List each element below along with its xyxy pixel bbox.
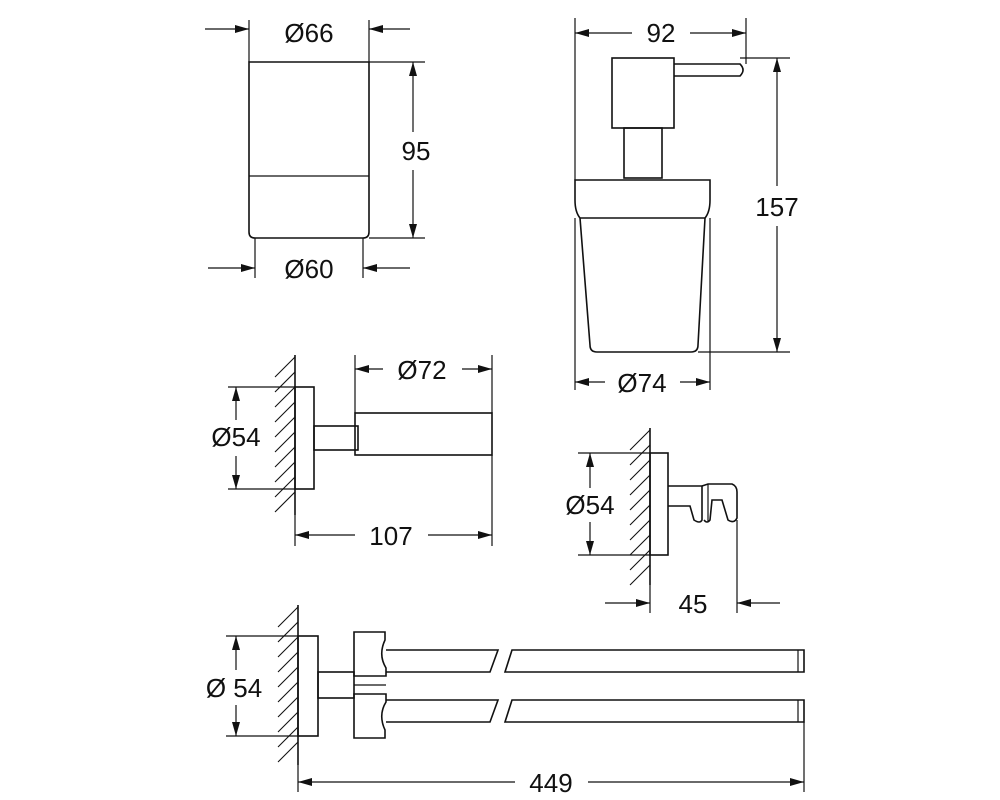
towel-bar-arm <box>317 671 355 699</box>
hook-body <box>668 485 703 523</box>
hook-tip <box>701 483 738 523</box>
hook-projection-dimension <box>605 520 780 613</box>
towel-bar-wall-diameter-dimension <box>226 635 298 737</box>
towel-bar-length-label: 449 <box>529 768 572 798</box>
dispenser-width-label: 92 <box>647 18 676 48</box>
hook-wall-plate <box>649 452 669 556</box>
towel-bar-lower-rail-right <box>503 699 805 723</box>
holder-projection-dimension <box>294 455 493 546</box>
towel-bar-lower-bracket <box>353 693 387 739</box>
towel-bar-wall-hatch <box>277 606 299 763</box>
towel-bar-upper-rail-right <box>503 649 805 673</box>
tumbler-height-dimension <box>369 61 425 239</box>
hook-wall-diameter-dimension <box>578 452 650 556</box>
holder-arm <box>313 425 359 451</box>
towel-bar-wall-diameter-label: Ø 54 <box>206 673 262 703</box>
towel-bar-drawing: Ø 54 449 <box>206 605 805 798</box>
hook-wall-hatch <box>629 429 651 586</box>
holder-diameter-label: Ø72 <box>397 355 446 385</box>
tumbler-holder-drawing: Ø54 Ø72 107 <box>211 355 493 551</box>
tumbler-height-label: 95 <box>402 136 431 166</box>
tumbler-bottom-dimension <box>208 238 410 278</box>
hook-drawing: Ø54 45 <box>565 428 780 619</box>
towel-bar-upper-rail-left <box>386 649 500 673</box>
tumbler-drawing: Ø66 95 Ø60 <box>205 18 430 284</box>
hook-wall-diameter-label: Ø54 <box>565 490 614 520</box>
towel-bar-upper-bracket <box>353 631 387 677</box>
towel-bar-wall-plate <box>297 635 319 737</box>
dispenser-diameter-dimension <box>574 218 711 390</box>
dispenser-collar <box>574 179 711 219</box>
dispenser-neck <box>623 127 663 179</box>
dispenser-diameter-label: Ø74 <box>617 368 666 398</box>
holder-wall-diameter-label: Ø54 <box>211 422 260 452</box>
soap-dispenser-drawing: 92 157 Ø74 <box>574 18 799 398</box>
dispenser-pump-head <box>611 57 675 129</box>
dispenser-width-dimension <box>574 18 747 180</box>
tumbler-top-diameter-label: Ø66 <box>284 18 333 48</box>
holder-ring <box>354 412 493 456</box>
holder-wall-diameter-dimension <box>228 386 295 490</box>
towel-bar-length-dimension <box>297 722 805 792</box>
holder-diameter-dimension <box>354 355 493 413</box>
hook-projection-label: 45 <box>679 589 708 619</box>
towel-bar-lower-rail-left <box>386 699 500 723</box>
tumbler-bottom-diameter-label: Ø60 <box>284 254 333 284</box>
holder-wall-plate <box>294 386 315 490</box>
holder-wall-hatch <box>274 356 296 513</box>
dispenser-height-label: 157 <box>755 192 798 222</box>
tumbler-top-dimension <box>205 20 410 62</box>
dispenser-height-dimension <box>698 57 790 353</box>
holder-projection-label: 107 <box>369 521 412 551</box>
dispenser-spout <box>674 63 744 77</box>
tumbler-outline <box>248 61 370 239</box>
dispenser-bottle <box>579 217 706 353</box>
